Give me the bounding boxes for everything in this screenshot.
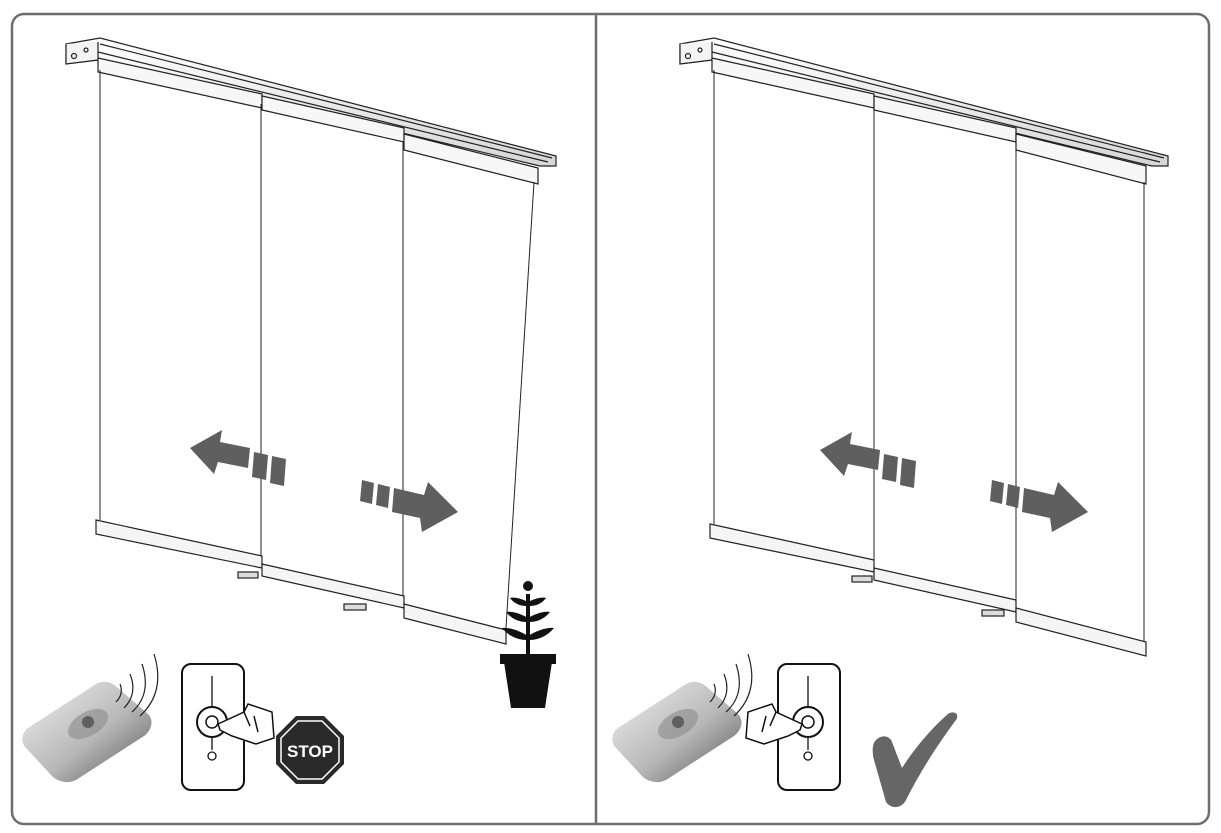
- stop-sign-label: STOP: [287, 742, 333, 761]
- head-rail-2: [679, 37, 1169, 167]
- bottom-bars: [95, 519, 507, 645]
- plant-pot-icon: [500, 581, 556, 708]
- remote-control-icon-2: [612, 681, 742, 783]
- arrow-right-icon: [360, 480, 458, 532]
- fabric-panels-2: [713, 70, 1145, 642]
- panel-carriers: [97, 57, 539, 185]
- pointing-hand-icon-2: [745, 703, 803, 745]
- pointing-hand-icon: [217, 703, 275, 745]
- checkmark-icon: [872, 712, 958, 808]
- stop-sign: STOP: [276, 716, 344, 784]
- panel-carriers-2: [711, 57, 1147, 185]
- arrow-right-icon-2: [990, 480, 1088, 532]
- signal-waves: [115, 653, 159, 717]
- arrow-left-icon-2: [820, 432, 916, 488]
- outer-frame: [10, 12, 1211, 826]
- head-rail: [65, 37, 557, 167]
- fabric-panels: [99, 70, 535, 629]
- signal-waves-2: [709, 653, 753, 717]
- remote-control-icon: [22, 681, 152, 783]
- left-panel: STOP: [22, 37, 557, 791]
- right-panel: [612, 37, 1169, 808]
- bottom-bars-2: [709, 523, 1147, 657]
- arrow-left-icon: [190, 430, 286, 486]
